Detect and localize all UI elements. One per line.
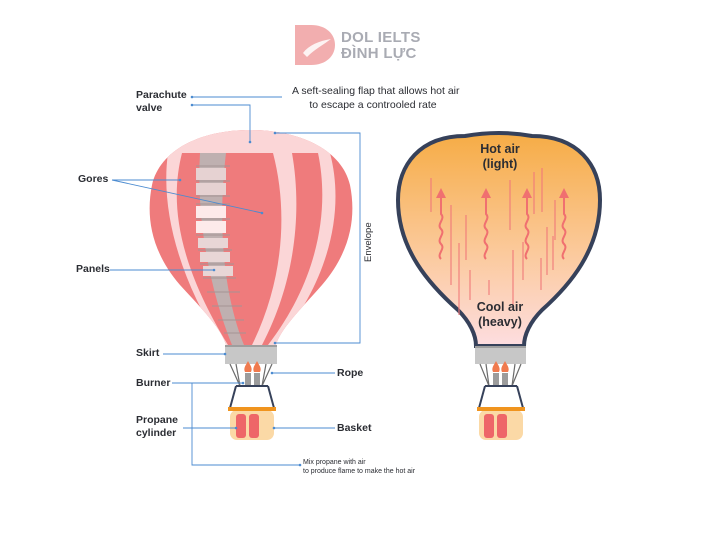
label-skirt: Skirt: [136, 347, 160, 359]
note-burner: Mix propane with air to produce flame to…: [303, 458, 415, 476]
logo-text-line2: ĐÌNH LỰC: [341, 45, 417, 62]
note-flap-line2: to escape a controoled rate: [309, 99, 437, 111]
label-parachute-line2: valve: [136, 102, 163, 114]
right-envelope: [395, 131, 603, 348]
note-flap-line1: A seft-sealing flap that allows hot air: [292, 85, 460, 97]
label-propane-line1: Propane: [136, 414, 179, 426]
label-gores: Gores: [78, 173, 109, 185]
label-propane-cylinder: Propane cylinder: [136, 414, 178, 440]
note-burner-line1: Mix propane with air: [303, 459, 366, 466]
left-envelope: [149, 130, 353, 345]
note-burner-line2: to produce flame to make the hot air: [303, 468, 416, 475]
dol-logo-icon: [295, 25, 335, 65]
leader-lines: [110, 96, 361, 466]
label-burner: Burner: [136, 377, 171, 389]
label-parachute-valve: Parachute valve: [136, 89, 187, 115]
note-flap: A seft-sealing flap that allows hot air …: [292, 84, 460, 112]
right-burner: [492, 361, 509, 385]
right-skirt: [475, 346, 526, 364]
label-parachute-line1: Parachute: [136, 89, 187, 101]
label-panels: Panels: [76, 263, 110, 275]
label-hot-air: Hot air (light): [465, 142, 535, 172]
label-rope: Rope: [337, 367, 364, 379]
label-cool-air-line1: Cool air: [476, 300, 524, 314]
label-envelope: Envelope: [363, 222, 374, 262]
label-hot-air-line1: Hot air: [480, 142, 520, 156]
label-propane-line2: cylinder: [136, 427, 177, 439]
label-hot-air-line2: (light): [482, 157, 518, 171]
label-cool-air: Cool air (heavy): [465, 300, 535, 330]
label-basket: Basket: [337, 422, 372, 434]
logo-text-line1: DOL IELTS: [341, 29, 421, 46]
left-propane-cylinders: [236, 414, 259, 438]
left-burner: [244, 361, 261, 385]
left-skirt: [225, 345, 277, 364]
label-cool-air-line2: (heavy): [478, 315, 522, 329]
